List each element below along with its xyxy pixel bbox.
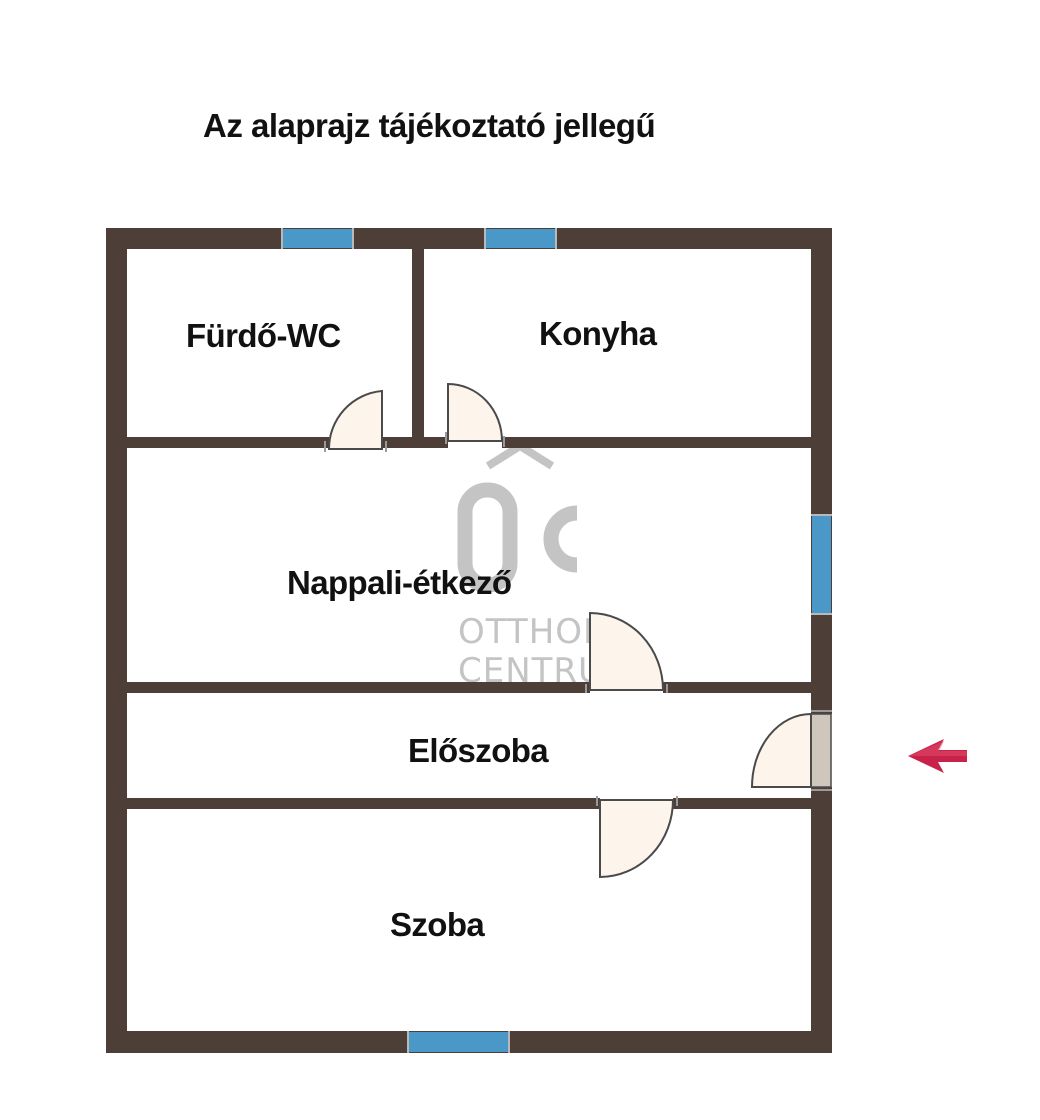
window-living: [812, 515, 831, 614]
room-label-room: Szoba: [390, 906, 485, 943]
room-label-living-dining: Nappali-étkező: [287, 564, 512, 601]
room-label-kitchen: Konyha: [539, 315, 658, 352]
plan-title: Az alaprajz tájékoztató jellegű: [203, 107, 655, 144]
door-kitchen: [445, 382, 505, 447]
wall-right: [811, 228, 832, 1053]
watermark-line1: OTTHON: [458, 612, 609, 652]
window-kitchen: [485, 229, 556, 248]
wall-living-hall: [127, 682, 811, 693]
door-entrance: [750, 710, 832, 791]
windows: [281, 228, 832, 1053]
room-label-bathroom: Fürdő-WC: [186, 317, 341, 354]
door-bathroom: [324, 389, 387, 452]
window-bathroom: [282, 229, 353, 248]
wall-hall-room: [127, 798, 811, 809]
entrance-arrow-icon: [908, 739, 967, 773]
door-room: [596, 796, 678, 879]
wall-top: [106, 228, 832, 249]
wall-left: [106, 228, 127, 1053]
room-label-hallway: Előszoba: [408, 732, 549, 769]
door-living: [585, 611, 668, 693]
window-room: [408, 1032, 509, 1052]
doors: [324, 382, 832, 879]
wall-bath-kitchen: [412, 249, 424, 446]
